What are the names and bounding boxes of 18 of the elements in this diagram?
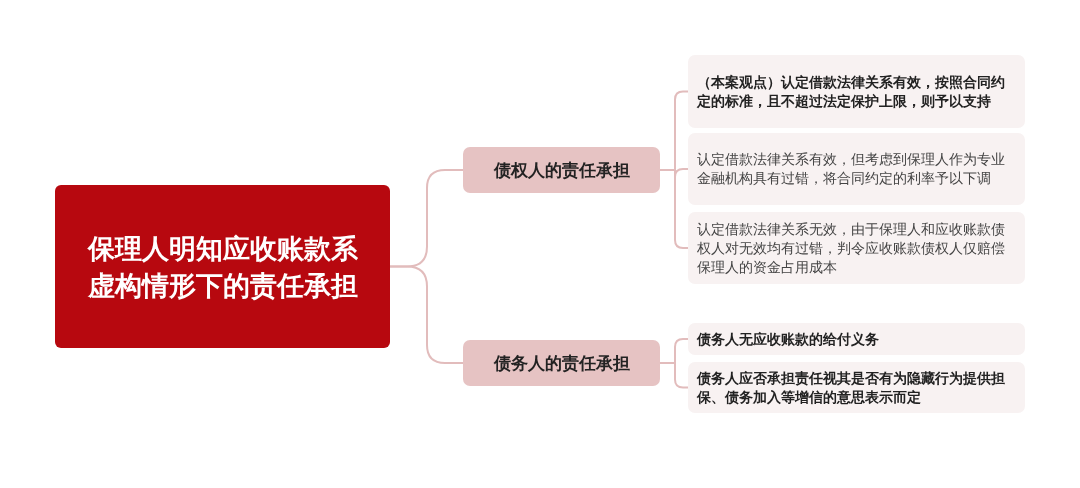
subtopic-box [688,133,1025,205]
subtopic-box [688,323,1025,355]
subtopic-box [688,212,1025,284]
connector-line [389,265,464,364]
topic-text: 保理人明知应收账款系虚构情形下的责任承担 [86,231,359,303]
branch-topic-box [463,147,660,193]
root-topic-box [55,185,390,348]
topic-text: 债务人的责任承担 [493,352,630,374]
subtopic-box [688,55,1025,128]
subtopic-box [688,362,1025,413]
connector-line [659,169,689,249]
subtopic-text: 认定借款法律关系无效，由于保理人和应收账款债权人对无效均有过错，判令应收账款债权人仅赔偿保理人的资金占用成本 [697,219,1006,277]
topic-text: 债权人的责任承担 [493,159,630,181]
subtopic-text: 债务人应否承担责任视其是否有为隐藏行为提供担保、债务加入等增信的意思表示而定 [697,368,1006,407]
subtopic-text: （本案观点）认定借款法律关系有效，按照合同约定的标准，且不超过法定保护上限，则予以支持 [697,72,1006,111]
subtopic-text: 认定借款法律关系有效，但考虑到保理人作为专业金融机构具有过错，将合同约定的利率予以下调 [697,150,1006,188]
branch-topic-box [463,340,660,386]
subtopic-text: 债务人无应收账款的给付义务 [697,329,879,349]
